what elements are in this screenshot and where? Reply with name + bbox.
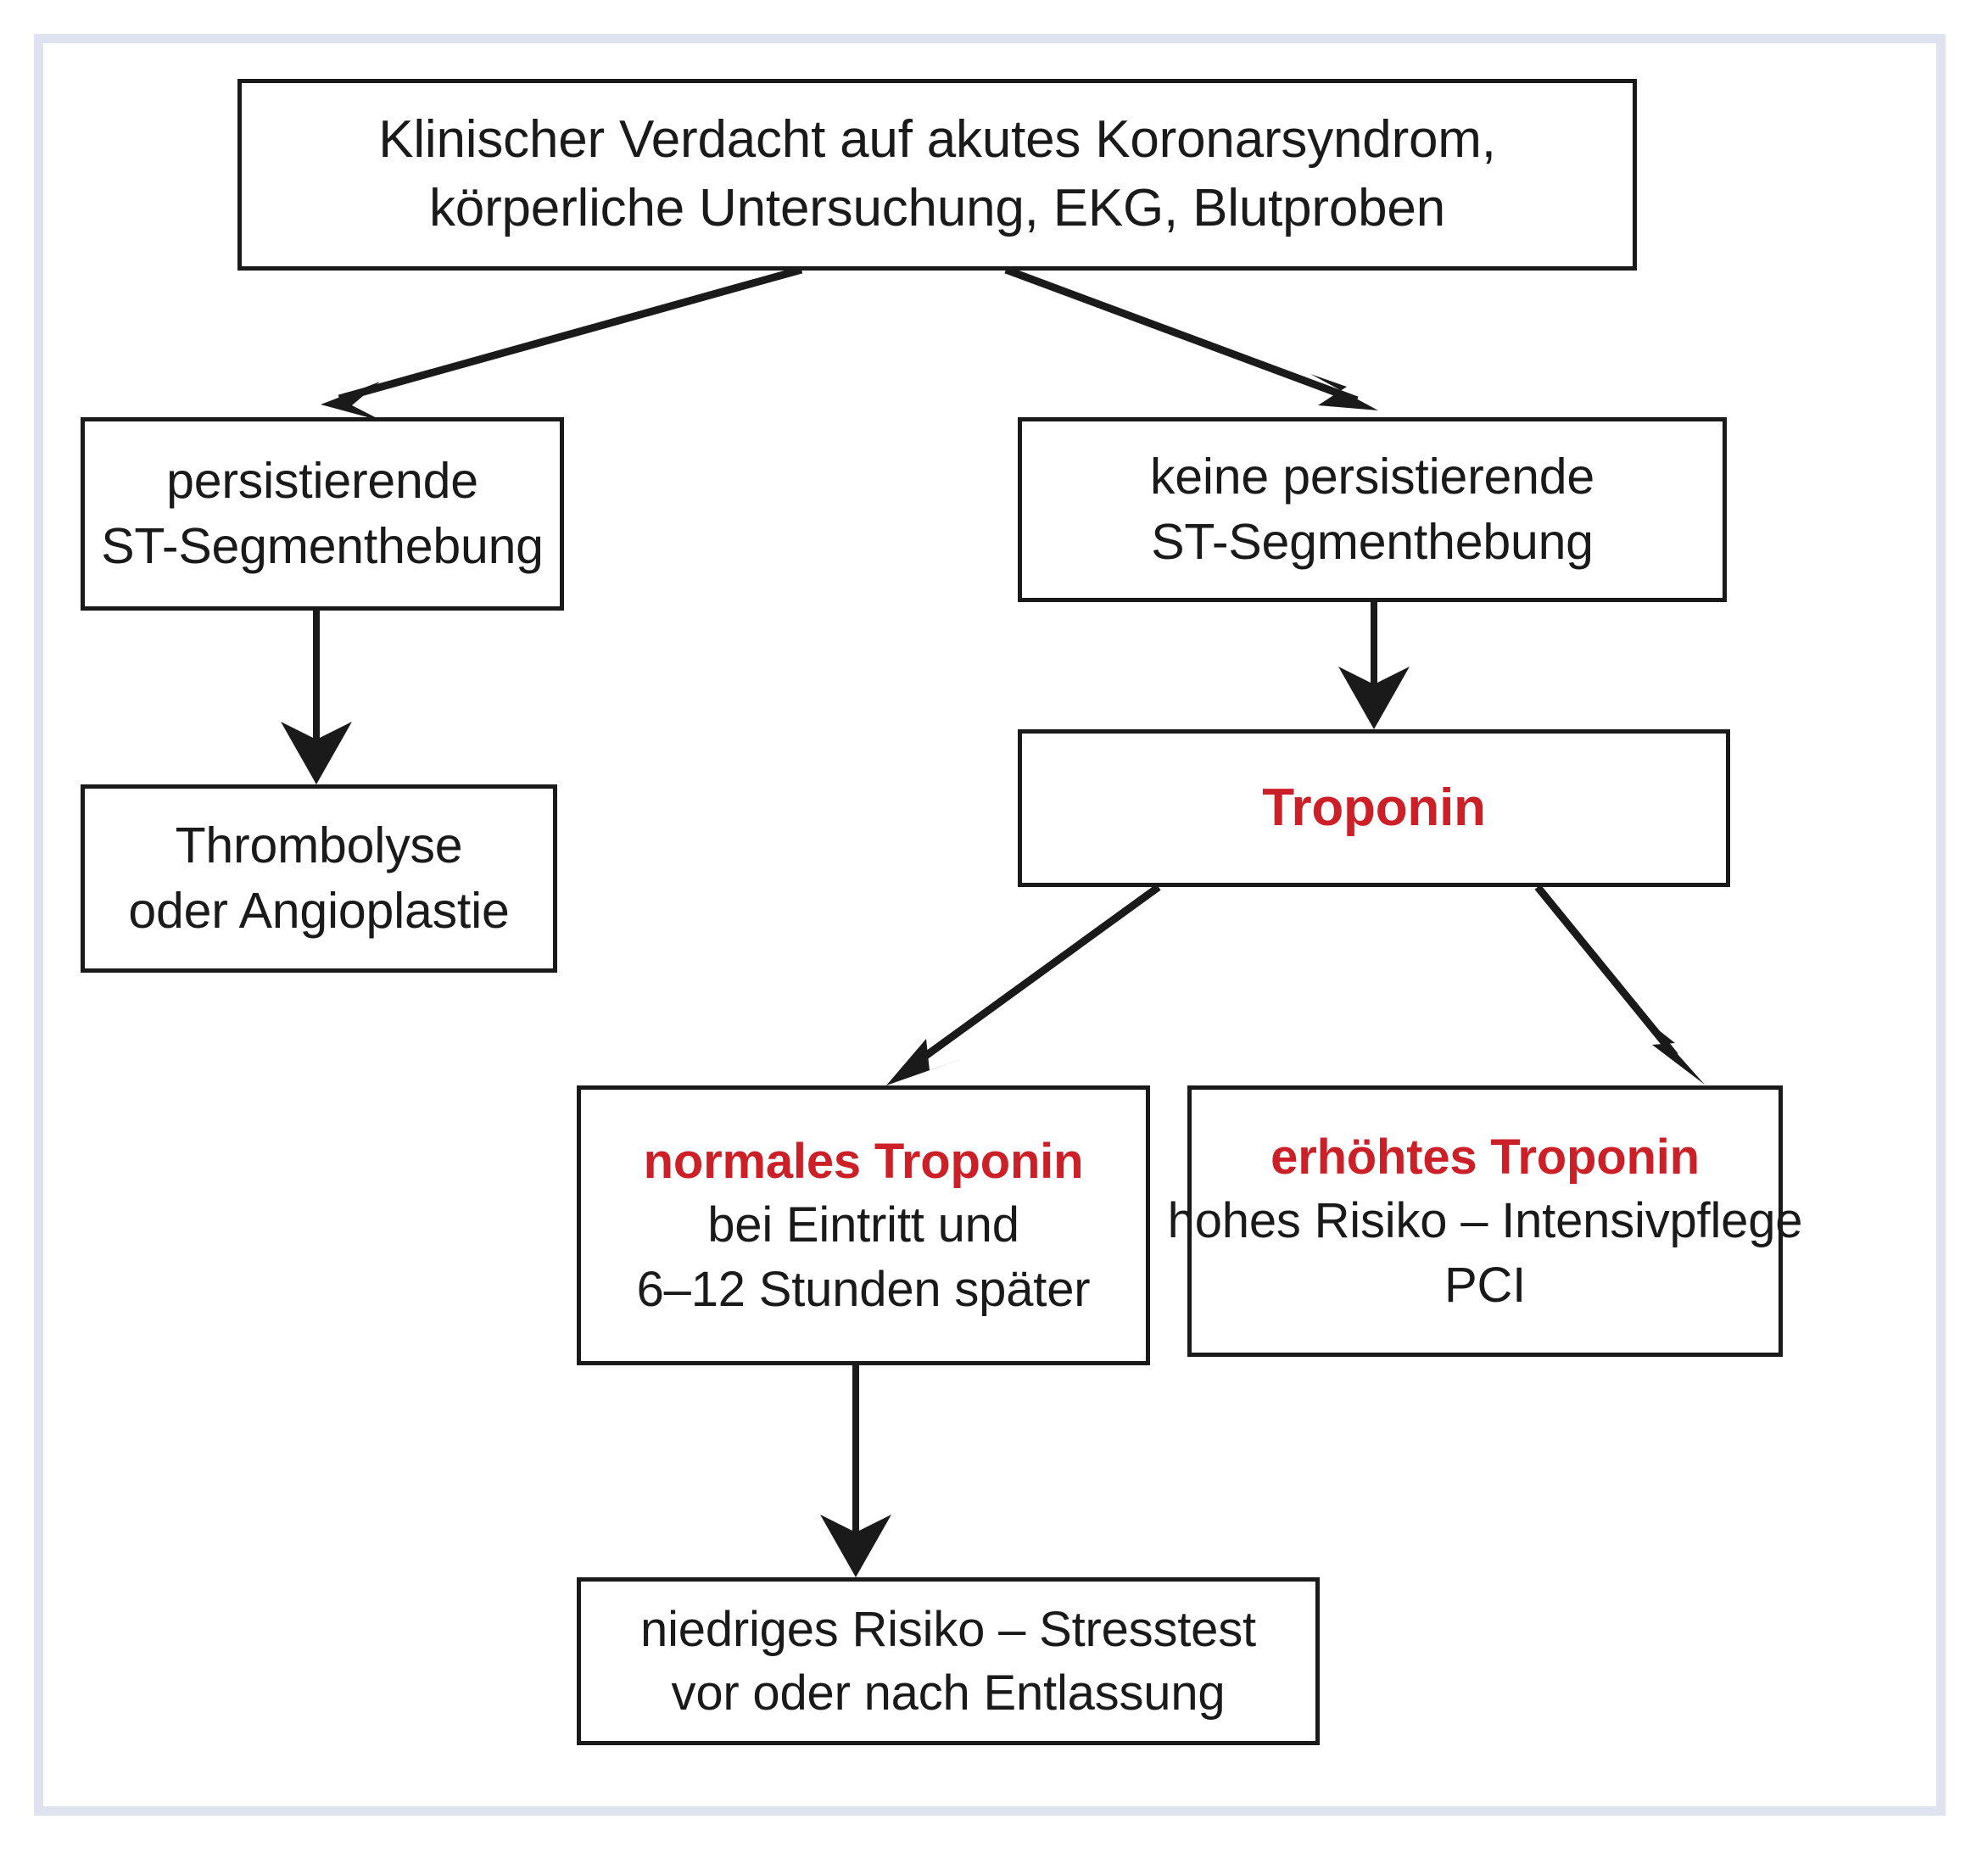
edge-troponin-to-elevated-troponin <box>1534 884 1705 1085</box>
node-clinical-suspicion-line-1: Klinischer Verdacht auf akutes Koronarsy… <box>378 110 1496 170</box>
edge-suspicion-to-st-elevation <box>321 265 803 421</box>
node-clinical-suspicion-line-2: körperliche Untersuchung, EKG, Blutprobe… <box>428 179 1445 237</box>
node-thrombolysis-or-angioplasty: Thrombolyse oder Angioplastie <box>81 784 557 973</box>
node-elevated-troponin: erhöhtes Troponin hohes Risiko – Intensi… <box>1168 1085 1803 1357</box>
node-low-risk-line-2: vor oder nach Entlassung <box>671 1666 1226 1721</box>
node-normal-troponin: normales Troponin bei Eintritt und 6–12 … <box>577 1085 1150 1365</box>
node-normal-troponin-heading: normales Troponin <box>643 1133 1084 1189</box>
node-no-persistent-st-elevation-line-1: keine persistierende <box>1149 449 1595 505</box>
node-thrombolysis-line-1: Thrombolyse <box>175 817 463 874</box>
edge-troponin-to-normal-troponin <box>886 884 1161 1085</box>
node-clinical-suspicion: Klinischer Verdacht auf akutes Koronarsy… <box>237 79 1637 271</box>
node-elevated-troponin-line-3: PCI <box>1444 1257 1527 1313</box>
node-persistent-st-elevation-line-2: ST-Segmenthebung <box>101 518 544 574</box>
edge-suspicion-to-no-st-elevation <box>1004 265 1378 410</box>
node-troponin: Troponin <box>1018 729 1730 887</box>
node-troponin-label: Troponin <box>1262 778 1486 837</box>
edge-normal-troponin-to-low-risk <box>820 1365 891 1577</box>
node-thrombolysis-line-2: oder Angioplastie <box>128 883 510 939</box>
node-persistent-st-elevation: persistierende ST-Segmenthebung <box>81 417 564 611</box>
node-no-persistent-st-elevation-line-2: ST-Segmenthebung <box>1151 514 1594 570</box>
node-low-risk-line-1: niedriges Risiko – Stresstest <box>640 1601 1256 1657</box>
node-elevated-troponin-line-2: hohes Risiko – Intensivpflege <box>1167 1193 1803 1249</box>
node-low-risk-stress-test: niedriges Risiko – Stresstest vor oder n… <box>577 1577 1320 1745</box>
node-normal-troponin-line-2: bei Eintritt und <box>707 1197 1019 1253</box>
node-normal-troponin-line-3: 6–12 Stunden später <box>636 1261 1091 1317</box>
node-persistent-st-elevation-line-1: persistierende <box>166 453 478 510</box>
edge-no-st-elevation-to-troponin <box>1338 602 1410 729</box>
edge-st-elevation-to-thrombolysis <box>281 611 352 784</box>
node-no-persistent-st-elevation: keine persistierende ST-Segmenthebung <box>1018 417 1727 602</box>
node-elevated-troponin-heading: erhöhtes Troponin <box>1270 1129 1700 1185</box>
